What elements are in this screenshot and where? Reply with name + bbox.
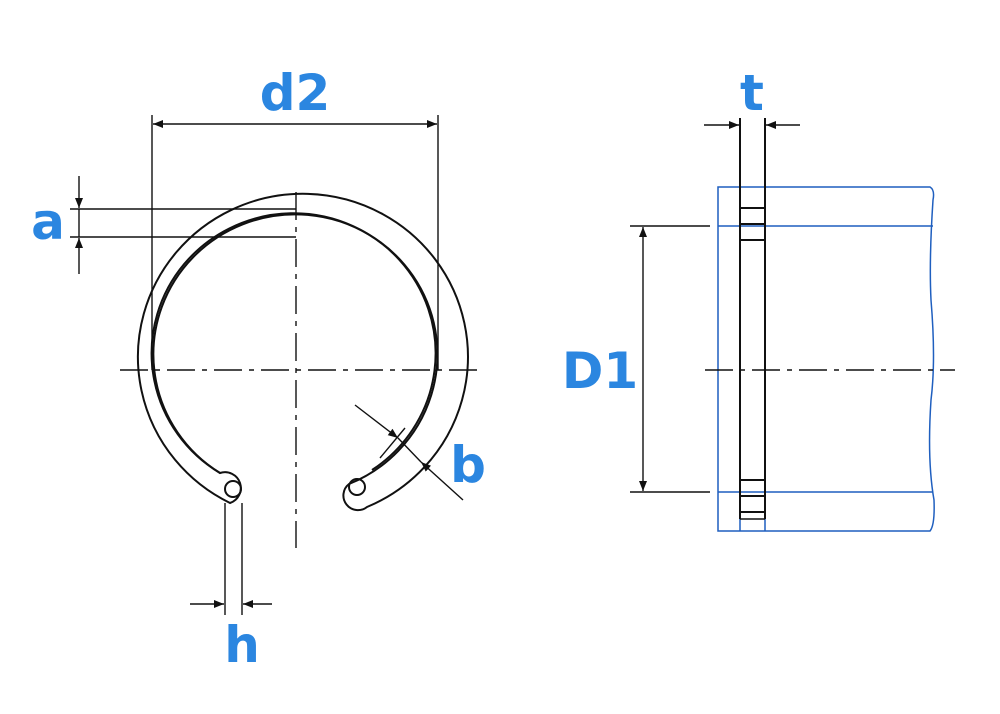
label-b: b [450, 436, 486, 494]
label-D1: D1 [562, 342, 638, 400]
lug-hole-right [348, 478, 366, 496]
lug-hole-left [224, 480, 242, 498]
ring-inner-contour [150, 212, 437, 474]
label-d2: d2 [260, 64, 331, 122]
circlip-front-view [136, 192, 469, 512]
label-h: h [224, 616, 260, 674]
dimension-D1 [630, 225, 710, 493]
dimension-d2 [151, 115, 439, 370]
dimension-a [70, 176, 296, 274]
circlip-side-view [739, 118, 766, 520]
dimension-h [190, 503, 272, 615]
dimension-b [354, 404, 464, 501]
label-t: t [740, 64, 764, 122]
ring-outer-contour [136, 192, 469, 512]
label-a: a [31, 193, 65, 251]
